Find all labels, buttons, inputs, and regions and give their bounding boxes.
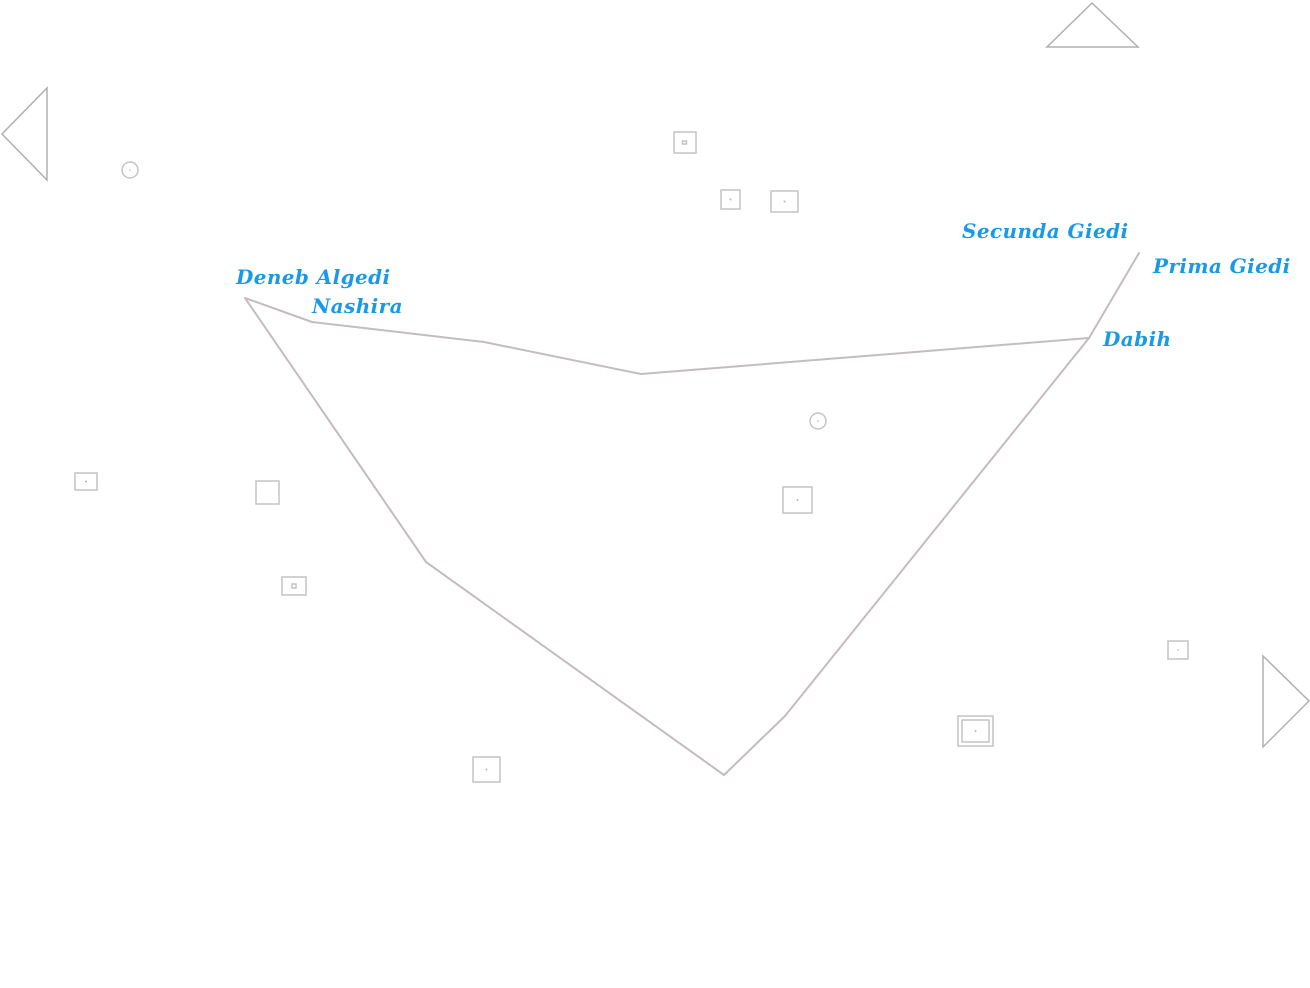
square-icon <box>255 480 280 505</box>
star-label-dabih[interactable]: Dabih <box>1102 327 1171 351</box>
galaxy-marker[interactable] <box>673 131 697 154</box>
galaxy-marker[interactable] <box>255 480 280 505</box>
star-label-deneb-algedi[interactable]: Deneb Algedi <box>235 265 391 289</box>
center-dot <box>129 169 131 171</box>
square-icon <box>74 472 98 491</box>
cluster-marker[interactable] <box>809 412 827 430</box>
square-icon <box>770 190 799 213</box>
galaxy-marker[interactable] <box>472 756 501 783</box>
square-icon <box>782 486 813 514</box>
center-dot <box>817 420 819 422</box>
square-icon <box>720 189 741 210</box>
triangle-up-icon[interactable] <box>1045 1 1140 48</box>
center-dot <box>1177 649 1179 651</box>
circle-icon <box>121 161 139 179</box>
deep-sky-objects <box>74 131 1189 783</box>
star-label-nashira[interactable]: Nashira <box>311 294 403 318</box>
center-dot <box>974 730 977 732</box>
galaxy-marker[interactable] <box>782 486 813 514</box>
square-icon <box>472 756 501 783</box>
star-labels: Deneb Algedi Nashira Secunda Giedi Prima… <box>235 219 1291 351</box>
center-dot <box>85 480 87 483</box>
star-label-secunda-giedi[interactable]: Secunda Giedi <box>962 219 1129 243</box>
galaxy-marker[interactable] <box>74 472 98 491</box>
square-icon <box>961 719 990 743</box>
galaxy-marker[interactable] <box>770 190 799 213</box>
center-dot <box>783 200 786 203</box>
circle-icon <box>809 412 827 430</box>
cluster-marker[interactable] <box>121 161 139 179</box>
constellation-line-back <box>244 297 1090 375</box>
center-dot <box>796 499 799 501</box>
square-icon <box>681 140 688 145</box>
constellation-figure <box>244 252 1140 776</box>
constellation-line-body <box>244 252 1140 776</box>
triangle-right-icon[interactable] <box>1262 654 1310 749</box>
center-dot <box>485 768 488 771</box>
galaxy-marker[interactable] <box>957 715 994 747</box>
star-label-prima-giedi[interactable]: Prima Giedi <box>1152 254 1291 278</box>
square-icon <box>957 715 994 747</box>
square-icon <box>1167 640 1189 660</box>
square-icon <box>673 131 697 154</box>
center-dot <box>729 198 732 201</box>
galaxy-marker[interactable] <box>1167 640 1189 660</box>
square-icon <box>291 583 297 589</box>
square-icon <box>281 576 307 596</box>
galaxy-marker[interactable] <box>720 189 741 210</box>
triangle-left-icon[interactable] <box>0 86 48 182</box>
galaxy-marker[interactable] <box>281 576 307 596</box>
